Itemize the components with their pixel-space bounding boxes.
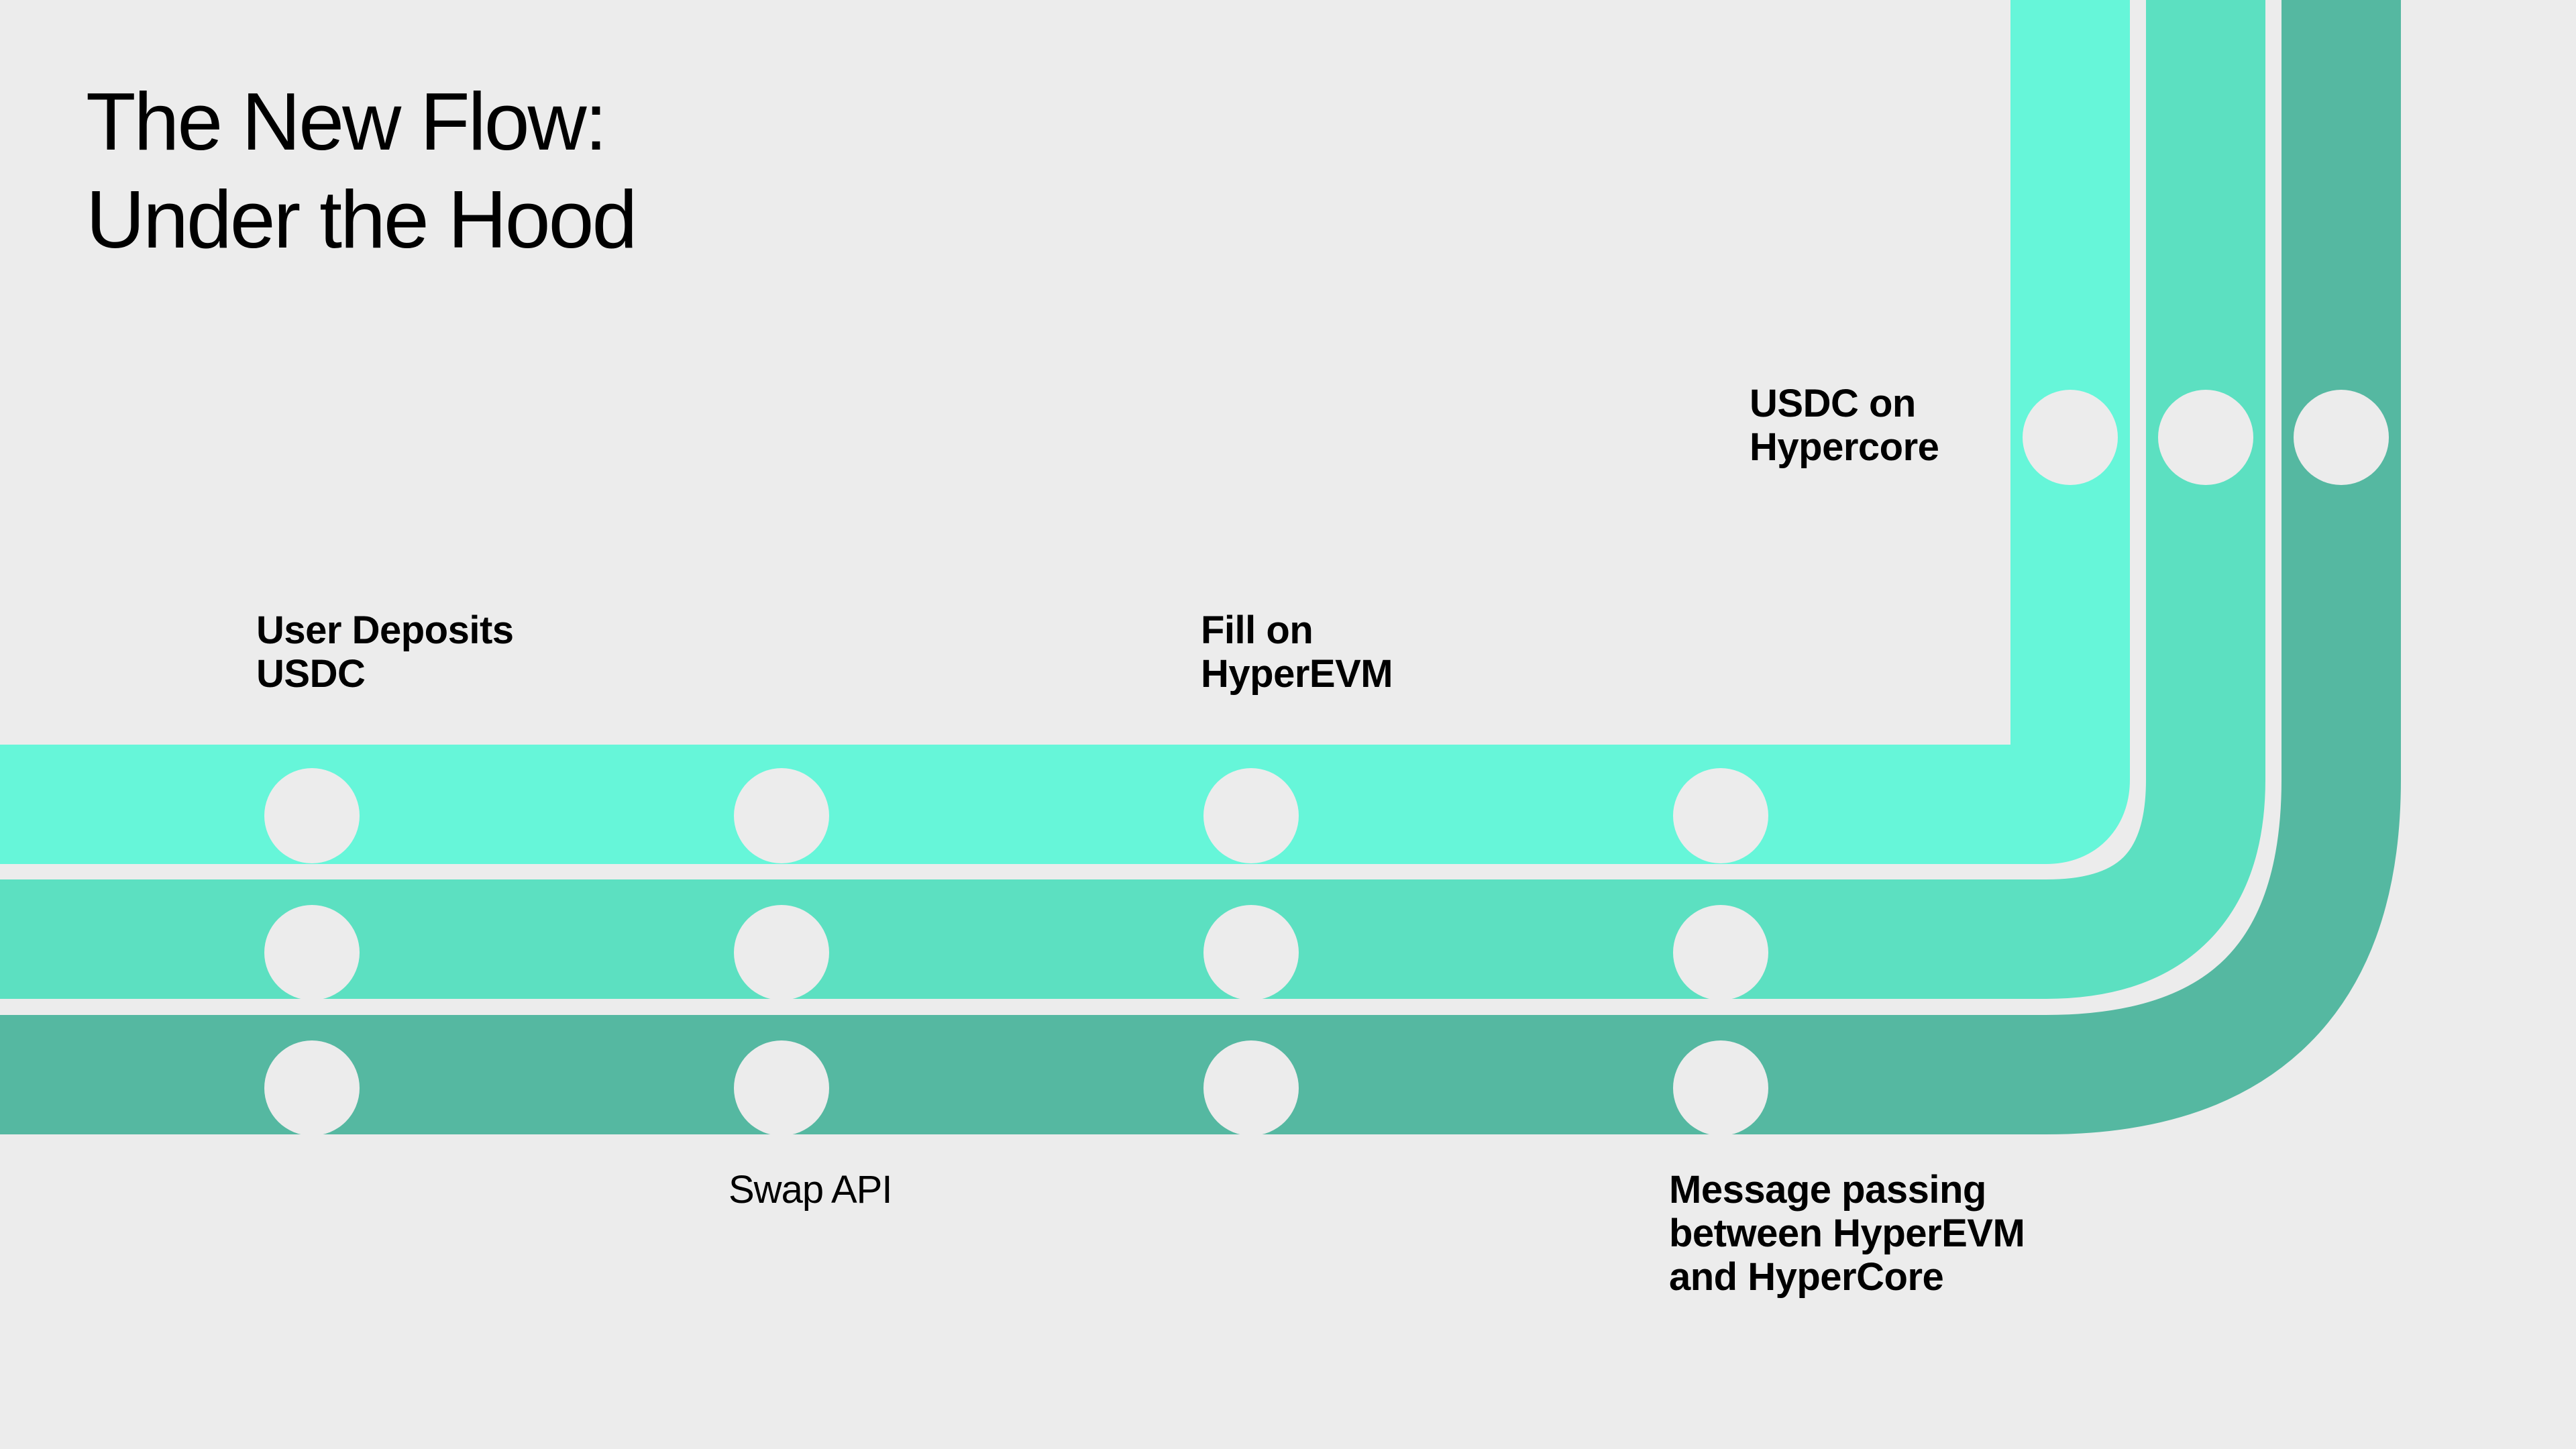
node-col2-lane2 (734, 905, 829, 1000)
pipe-lane-2 (0, 0, 2265, 999)
node-group-vertical (2023, 390, 2389, 485)
pipe-lane-1 (0, 0, 2130, 864)
node-col5-lane3 (2294, 390, 2389, 485)
label-message-passing: Message passing between HyperEVM and Hyp… (1669, 1168, 2025, 1299)
page-title: The New Flow: Under the Hood (86, 76, 637, 266)
node-col3-lane1 (1203, 768, 1299, 863)
node-col4-lane2 (1673, 905, 1768, 1000)
node-col3-lane3 (1203, 1040, 1299, 1136)
node-col5-lane2 (2158, 390, 2253, 485)
label-fill-on-hyperevm: Fill on HyperEVM (1201, 608, 1393, 696)
label-usdc-on-hypercore: USDC on Hypercore (1750, 382, 1939, 469)
node-group-horizontal (264, 768, 1768, 1136)
pipe-lane-3 (0, 0, 2401, 1134)
node-col2-lane3 (734, 1040, 829, 1136)
node-col1-lane3 (264, 1040, 360, 1136)
label-user-deposits-usdc: User Deposits USDC (256, 608, 514, 696)
node-col4-lane1 (1673, 768, 1768, 863)
node-col4-lane3 (1673, 1040, 1768, 1136)
label-swap-api: Swap API (729, 1168, 892, 1212)
node-col2-lane1 (734, 768, 829, 863)
node-col3-lane2 (1203, 905, 1299, 1000)
node-col1-lane2 (264, 905, 360, 1000)
node-col1-lane1 (264, 768, 360, 863)
node-col5-lane1 (2023, 390, 2118, 485)
